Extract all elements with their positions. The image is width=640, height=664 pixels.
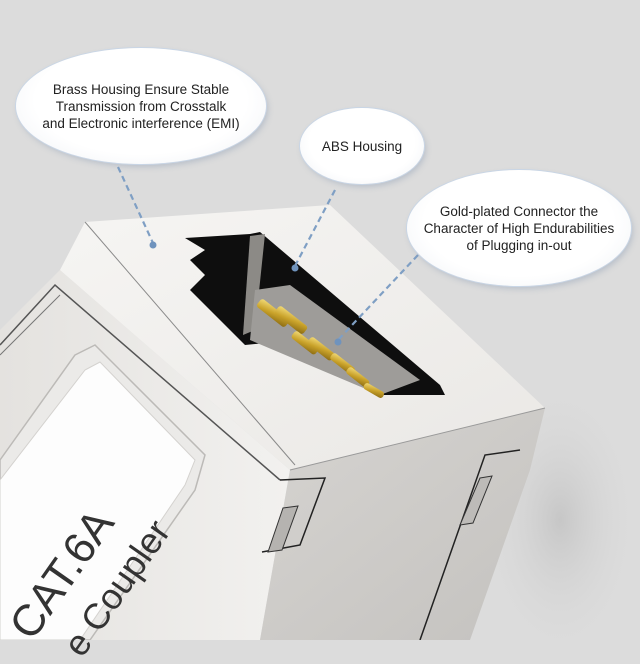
product-image: CAT.6A e Coupler Brass Housing Ensure St…	[0, 48, 640, 664]
callout-text-line: Character of High Endurabilities	[423, 220, 615, 236]
housing-side-face	[260, 408, 545, 640]
callout-abs-housing: ABS Housing	[300, 108, 424, 184]
callout-text-line: and Electronic interference (EMI)	[42, 115, 240, 131]
latch-tab	[267, 505, 299, 553]
latch-outline	[419, 449, 521, 640]
gold-contacts	[257, 299, 384, 398]
callout-brass-housing: Brass Housing Ensure Stable Transmission…	[16, 48, 266, 164]
contact-carrier	[250, 285, 420, 395]
callout-text-line: Transmission from Crosstalk	[55, 98, 227, 114]
port-shield	[243, 234, 265, 335]
callout-gold-connector: Gold-plated Connector the Character of H…	[407, 170, 631, 286]
callout-text-line: Brass Housing Ensure Stable	[52, 81, 230, 97]
coupler-illustration	[0, 166, 640, 640]
callout-text-line: ABS Housing	[321, 138, 403, 154]
leader-dots	[149, 241, 342, 346]
housing-seam	[0, 283, 281, 481]
housing-edge	[289, 407, 546, 471]
leader-lines	[117, 166, 419, 341]
housing-edge	[84, 221, 296, 466]
callout-text-line: of Plugging in-out	[466, 237, 572, 253]
housing-seam	[0, 294, 61, 356]
latch-tab	[459, 475, 493, 526]
callout-text-line: Gold-plated Connector the	[439, 203, 599, 219]
label-plate	[0, 361, 196, 640]
